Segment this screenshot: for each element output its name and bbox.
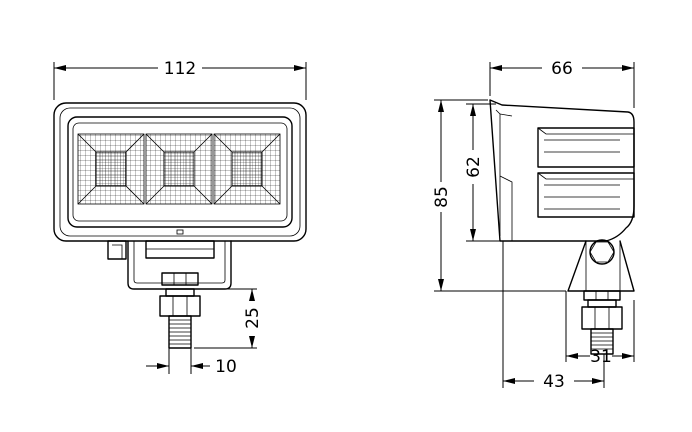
front-lens — [67, 116, 293, 228]
side-bolt — [581, 290, 623, 355]
dim-height-85: 85 — [432, 99, 566, 292]
led-reflector-center — [145, 133, 213, 205]
front-view — [53, 102, 307, 349]
dim-width-112: 112 — [53, 59, 307, 100]
side-bracket — [567, 239, 635, 292]
dim-label-10: 10 — [215, 357, 237, 377]
dim-bolt-10: 10 — [146, 348, 237, 377]
dim-bolt-25: 25 — [194, 288, 263, 349]
side-view — [489, 99, 635, 355]
dim-label-85: 85 — [432, 186, 452, 208]
dim-label-66: 66 — [551, 59, 573, 79]
side-housing — [489, 99, 635, 242]
dim-depth-43: 43 — [502, 241, 605, 392]
front-bolt — [159, 272, 201, 349]
dim-height-62: 62 — [464, 103, 500, 242]
dim-label-43: 43 — [543, 372, 565, 392]
dim-label-62: 62 — [464, 156, 484, 178]
heatsink-fins — [537, 127, 635, 218]
dim-label-25: 25 — [243, 307, 263, 329]
led-reflector-right — [213, 133, 281, 205]
led-reflector-left — [77, 133, 145, 205]
dim-depth-66: 66 — [489, 59, 635, 108]
dim-label-112: 112 — [164, 59, 196, 79]
front-bracket — [107, 240, 232, 290]
dim-label-31: 31 — [590, 347, 612, 367]
dim-bracket-31: 31 — [565, 291, 635, 367]
